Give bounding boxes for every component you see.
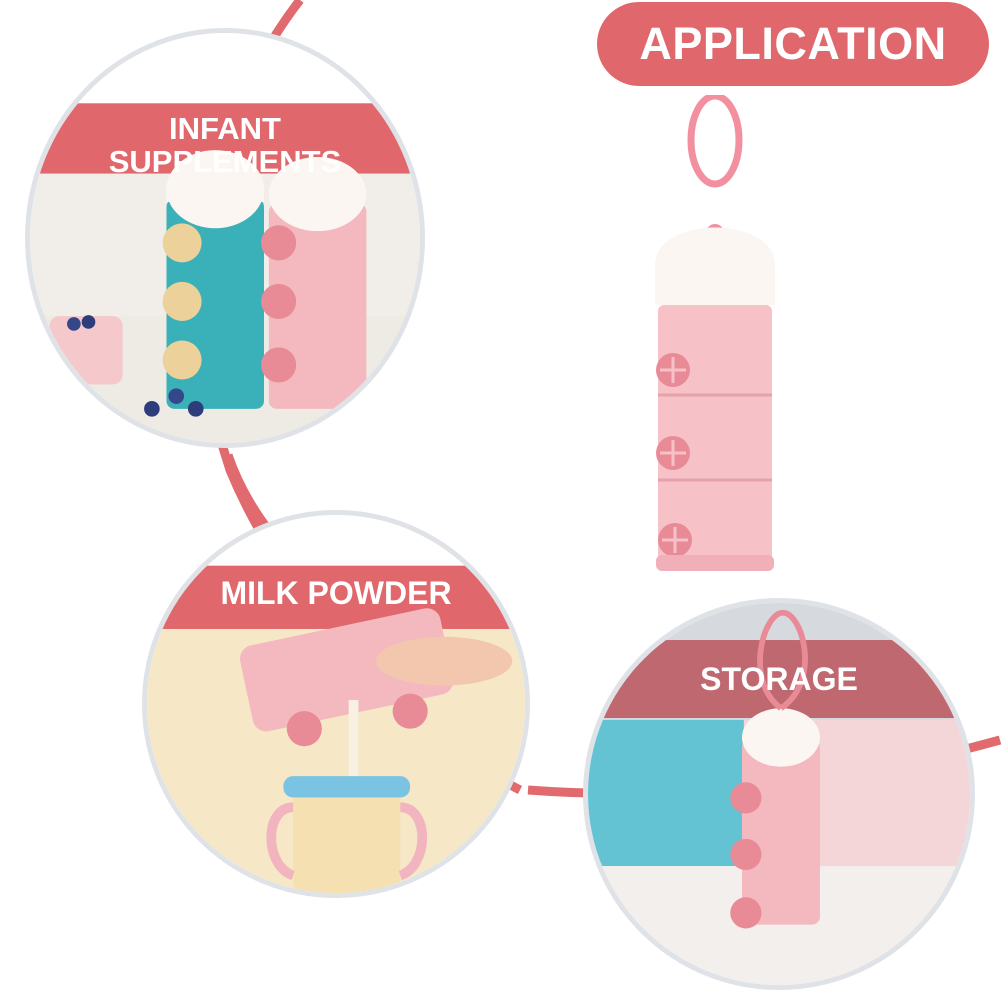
milk-powder-panel: MILK POWDER	[142, 510, 530, 898]
storage-panel: STORAGE	[583, 598, 975, 990]
milk-scene	[147, 515, 525, 893]
storage-label: STORAGE	[700, 661, 858, 697]
infant-label: INFANT SUPPLEMENTS	[30, 113, 420, 177]
infant-scene	[30, 33, 420, 443]
milk-powder-label: MILK POWDER	[220, 575, 452, 611]
infant-label-line2: SUPPLEMENTS	[108, 144, 342, 179]
storage-scene	[588, 603, 970, 985]
infant-supplements-panel: INFANT SUPPLEMENTS	[25, 28, 425, 448]
infant-label-line1: INFANT	[169, 111, 281, 146]
application-banner: APPLICATION	[597, 2, 989, 86]
headline-text: APPLICATION	[639, 18, 947, 69]
formula-dispenser-product	[655, 95, 775, 571]
